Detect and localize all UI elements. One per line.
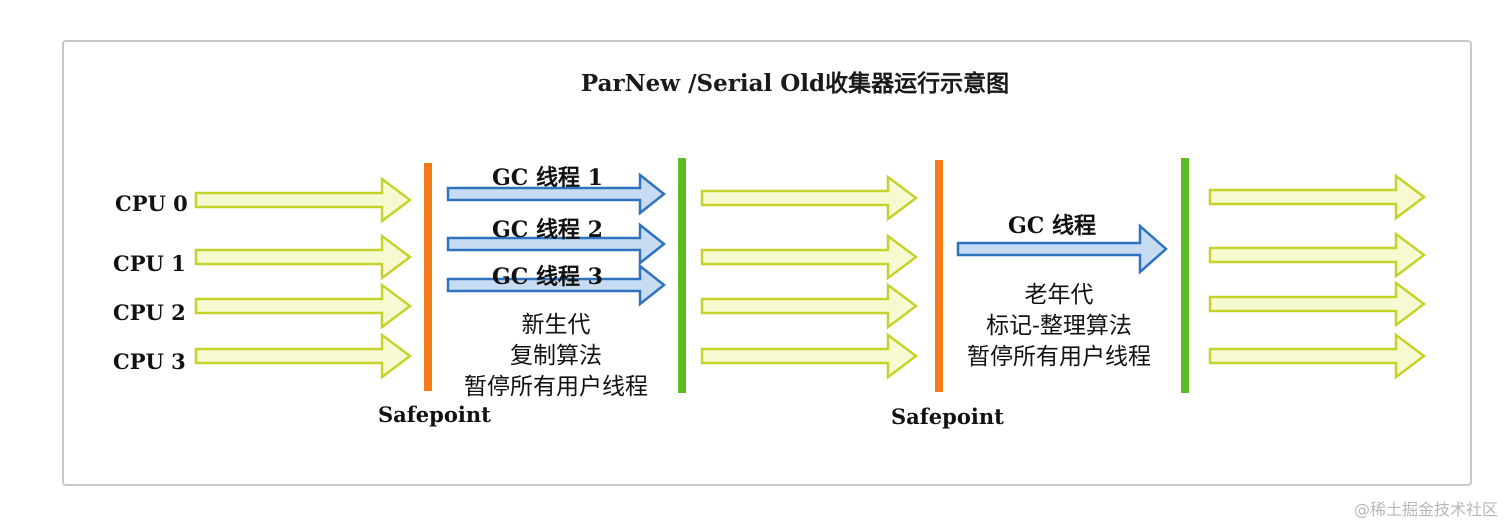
- safepoint-label-2: Safepoint: [891, 404, 1004, 429]
- user-arrow-seg2-cpu0: [700, 174, 919, 222]
- phase2-generation: 老年代: [1024, 282, 1094, 308]
- gc-thread-label-3: GC 线程 3: [492, 264, 603, 290]
- gc-arrow-phase1-thread3: [446, 263, 667, 307]
- diagram-title: ParNew /Serial Old收集器运行示意图: [580, 70, 1010, 97]
- cpu-label-2: CPU 2: [113, 300, 186, 325]
- gc-arrow-phase1-thread2: [446, 222, 667, 266]
- gc-arrow-phase2-thread: [956, 223, 1168, 275]
- gc-thread-label-2: GC 线程 2: [492, 217, 603, 243]
- user-arrow-seg3-cpu1: [1208, 231, 1427, 279]
- user-arrow-seg1-cpu0: [194, 176, 413, 224]
- gc-arrow-phase1-thread1: [446, 172, 667, 216]
- user-arrow-seg3-cpu3: [1208, 332, 1427, 380]
- user-arrow-seg2-cpu1: [700, 233, 919, 281]
- phase1-generation: 新生代: [521, 312, 591, 338]
- gc-thread-label-single: GC 线程: [1008, 213, 1096, 239]
- user-arrow-seg1-cpu2: [194, 282, 413, 330]
- gc-thread-arrows: [446, 172, 1168, 307]
- phase2-pause: 暂停所有用户线程: [967, 344, 1151, 370]
- phase1-algorithm: 复制算法: [510, 343, 602, 369]
- user-arrow-seg2-cpu3: [700, 332, 919, 380]
- resume-bar-2: [1181, 158, 1189, 393]
- user-thread-arrows: [194, 173, 1427, 380]
- cpu-label-1: CPU 1: [113, 251, 186, 276]
- user-arrow-seg1-cpu3: [194, 332, 413, 380]
- phase2-algorithm: 标记-整理算法: [986, 313, 1132, 339]
- user-arrow-seg2-cpu2: [700, 282, 919, 330]
- user-arrow-seg1-cpu1: [194, 233, 413, 281]
- resume-bar-1: [678, 158, 686, 393]
- gc-thread-label-1: GC 线程 1: [492, 165, 603, 191]
- cpu-label-0: CPU 0: [115, 191, 188, 216]
- phase1-pause: 暂停所有用户线程: [464, 374, 648, 400]
- phase1-description: 新生代 复制算法 暂停所有用户线程: [428, 310, 684, 403]
- watermark: @稀土掘金技术社区: [1353, 500, 1498, 519]
- safepoint-label-1: Safepoint: [378, 402, 491, 427]
- phase2-description: 老年代 标记-整理算法 暂停所有用户线程: [937, 280, 1181, 373]
- user-arrow-seg3-cpu2: [1208, 280, 1427, 328]
- user-arrow-seg3-cpu0: [1208, 173, 1427, 221]
- safepoint-bar-1: [424, 163, 432, 391]
- safepoint-bar-2: [935, 160, 943, 392]
- cpu-label-3: CPU 3: [113, 349, 186, 374]
